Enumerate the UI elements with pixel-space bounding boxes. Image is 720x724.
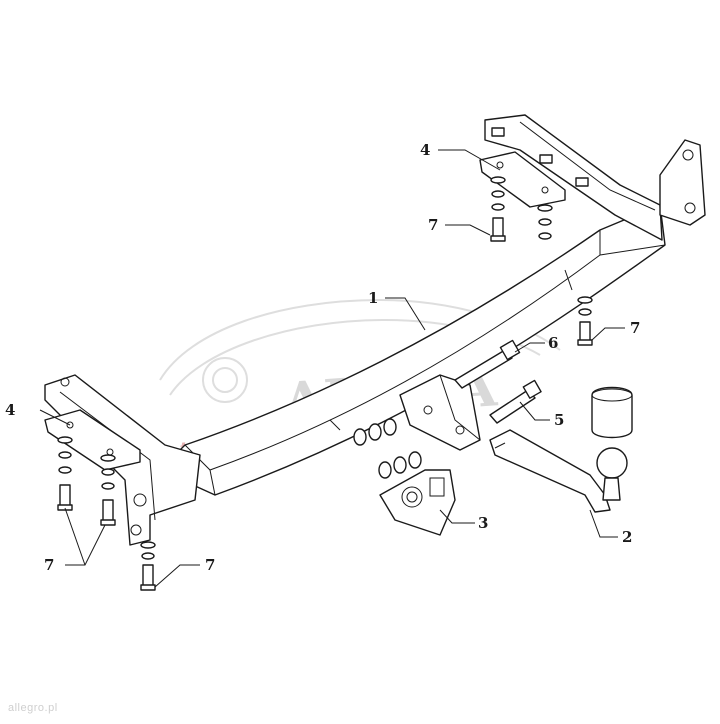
- callout-7-left-bottom-bolt: 7: [205, 556, 215, 574]
- callout-7-right-top-bolt: 7: [428, 216, 438, 234]
- long-bolt-lower: [489, 379, 542, 424]
- bolt-stack-left-b: [100, 454, 116, 526]
- top-nuts-right: [491, 127, 589, 187]
- center-washers-nuts: [353, 418, 422, 479]
- leader-lines: [39, 149, 625, 588]
- bolt-stack-right-a: [490, 176, 506, 242]
- bolt-stack-right-b: [537, 204, 553, 240]
- bolt-stack-right-c: [577, 296, 593, 346]
- footer-watermark: allegro.pl: [8, 702, 58, 714]
- right-side-bracket: [484, 114, 706, 241]
- callout-6-upper-bolt: 6: [548, 334, 558, 352]
- electrical-socket-plate: [379, 469, 456, 536]
- tow-ball-neck: [489, 429, 628, 513]
- long-bolt-upper: [454, 339, 521, 389]
- callout-1-beam: 1: [368, 289, 378, 307]
- callout-3-socket-plate: 3: [478, 514, 488, 532]
- tow-ball-cap: [591, 386, 633, 439]
- callout-7-right-side-bolt: 7: [630, 319, 640, 337]
- center-hitch-bracket: [399, 374, 481, 451]
- bolt-stack-left-a: [57, 436, 73, 511]
- callout-2-ball-neck: 2: [622, 528, 632, 546]
- bolt-stack-left-c: [140, 541, 156, 591]
- callout-4-right-plate: 4: [420, 141, 430, 159]
- mounting-plate-right: [479, 151, 566, 208]
- callout-4-left-plate: 4: [5, 401, 15, 419]
- callout-7-left-bolts: 7: [44, 556, 54, 574]
- callout-5-lower-bolt: 5: [554, 411, 564, 429]
- main-cross-beam: [159, 204, 666, 496]
